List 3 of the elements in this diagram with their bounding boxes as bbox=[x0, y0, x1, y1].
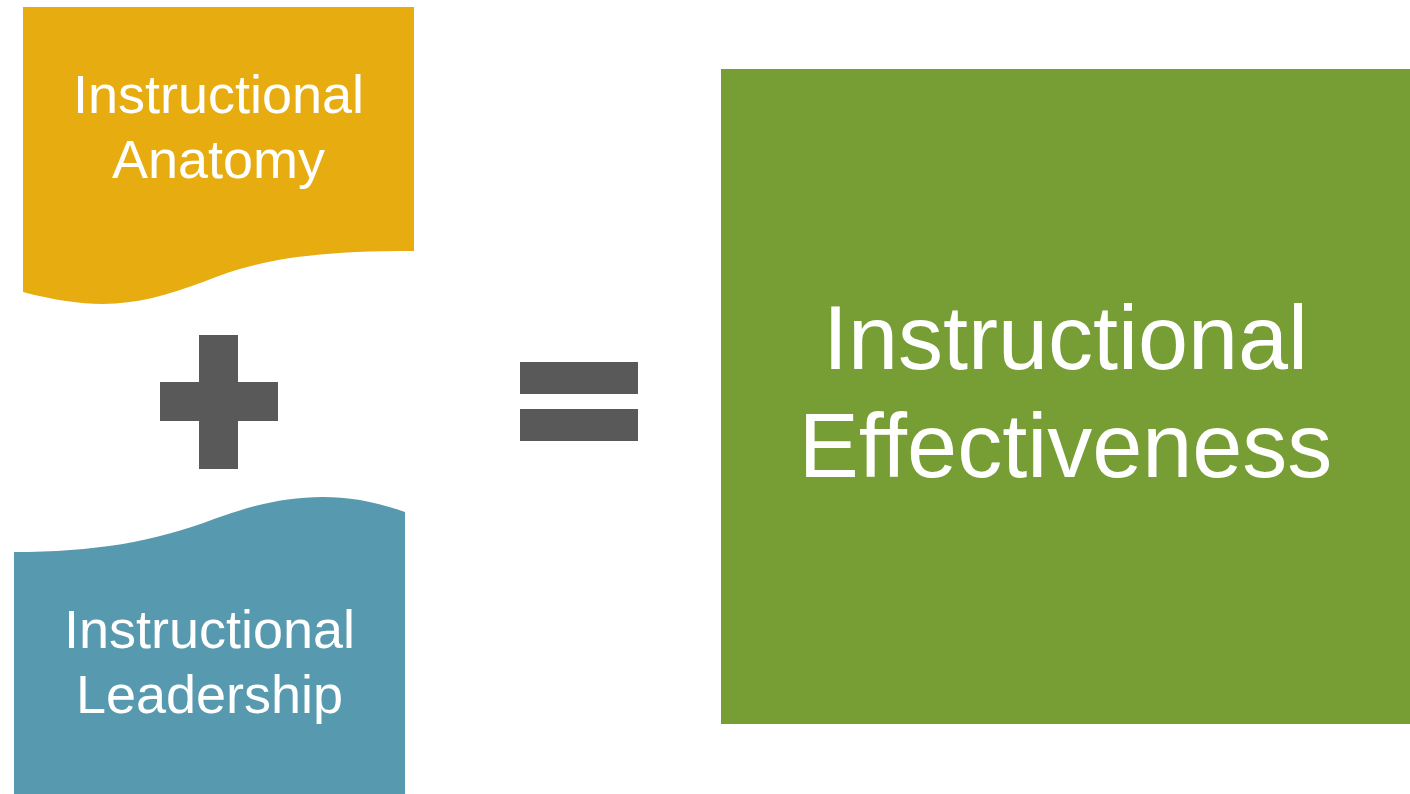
box-label: Instructional Effectiveness bbox=[797, 287, 1334, 498]
box-label: Instructional Leadership bbox=[62, 598, 357, 726]
box-label: Instructional Anatomy bbox=[71, 63, 366, 191]
